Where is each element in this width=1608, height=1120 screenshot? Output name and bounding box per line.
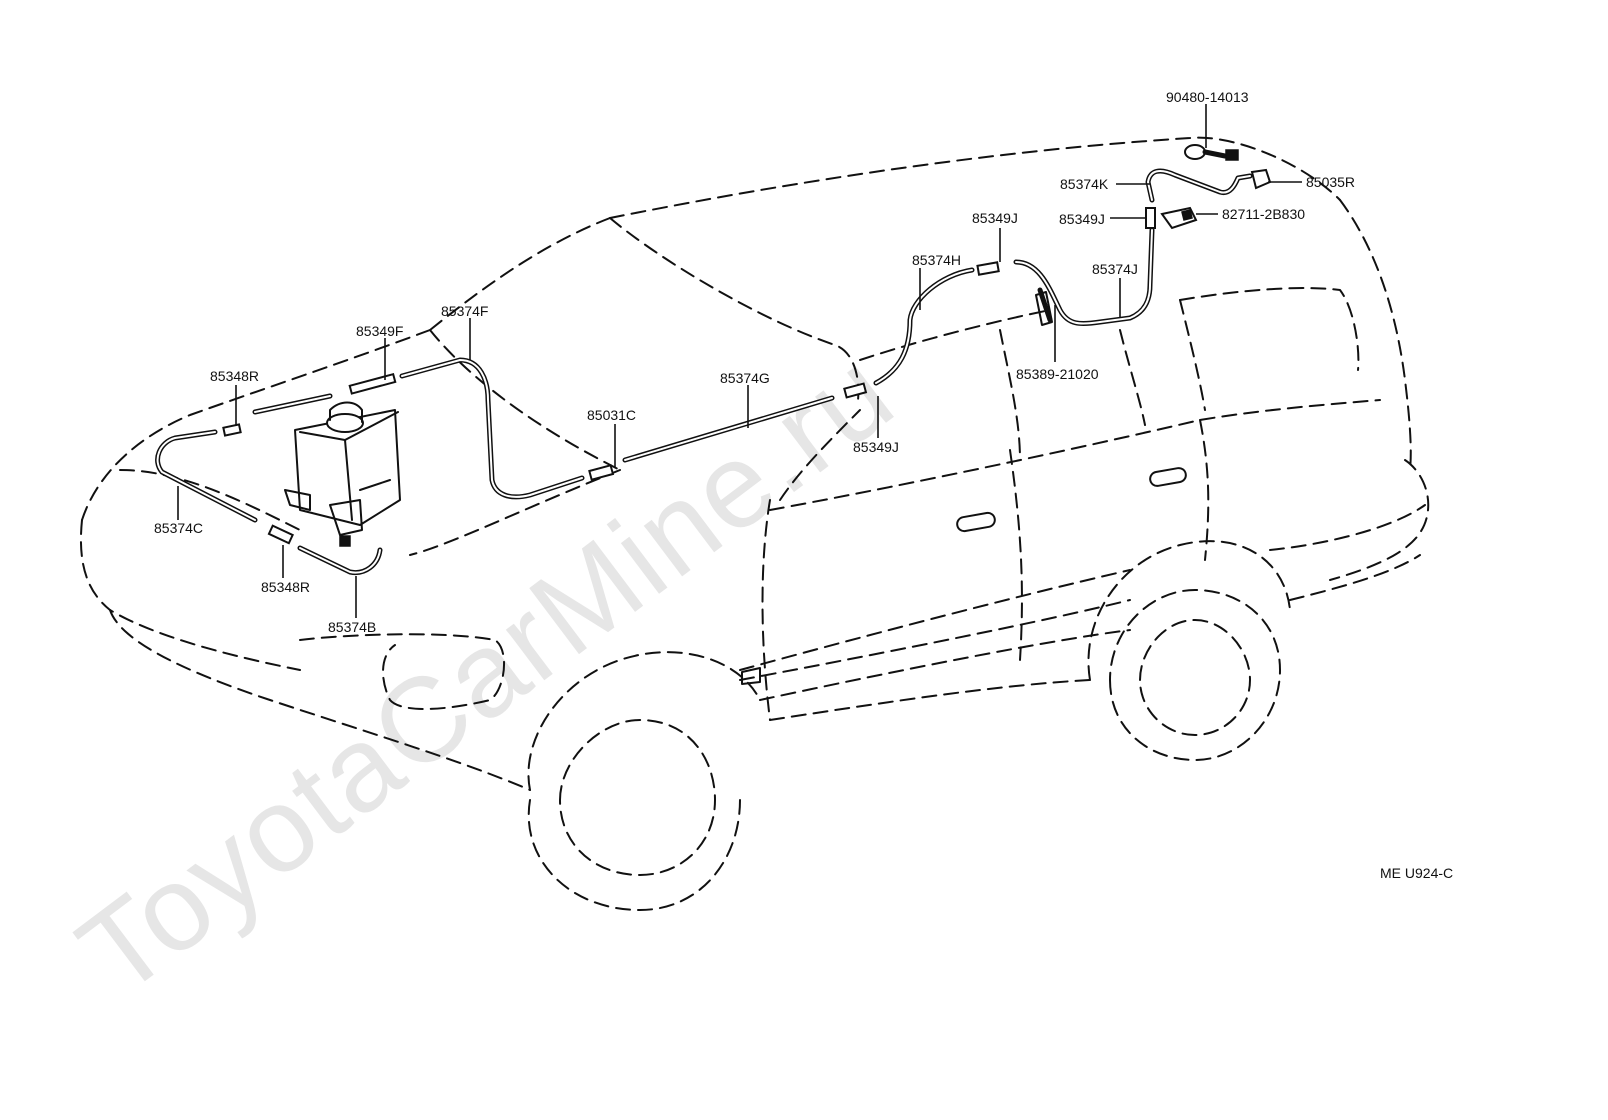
label-85374B: 85374B xyxy=(328,619,376,635)
label-85349J: 85349J xyxy=(972,210,1018,226)
label-85349J: 85349J xyxy=(853,439,899,455)
car-body-outline xyxy=(79,136,1430,911)
label-85374K: 85374K xyxy=(1060,176,1109,192)
label-85389-21020: 85389-21020 xyxy=(1016,366,1099,382)
label-85374C: 85374C xyxy=(154,520,203,536)
label-85374F: 85374F xyxy=(441,303,488,319)
washer-hoses xyxy=(155,168,1253,576)
label-82711-2B830: 82711-2B830 xyxy=(1222,206,1305,222)
label-85349J: 85349J xyxy=(1059,211,1105,227)
label-85349F: 85349F xyxy=(356,323,403,339)
connector-parts xyxy=(222,144,1272,545)
part-labels: 90480-14013 85374K 85035R 85349J 85349J … xyxy=(154,89,1355,635)
label-85348R: 85348R xyxy=(210,368,259,384)
label-85374H: 85374H xyxy=(912,252,961,268)
diagram-code: ME U924-C xyxy=(1380,865,1453,881)
watermark: ToyotaCarMine.ru xyxy=(55,325,918,1021)
label-85374J: 85374J xyxy=(1092,261,1138,277)
label-85348R: 85348R xyxy=(261,579,310,595)
washer-tank xyxy=(284,401,401,547)
label-85374G: 85374G xyxy=(720,370,770,386)
door-handles xyxy=(956,467,1187,533)
leader-lines xyxy=(177,104,1302,618)
label-85035R: 85035R xyxy=(1306,174,1355,190)
label-90480-14013: 90480-14013 xyxy=(1166,89,1249,105)
label-85031C: 85031C xyxy=(587,407,636,423)
